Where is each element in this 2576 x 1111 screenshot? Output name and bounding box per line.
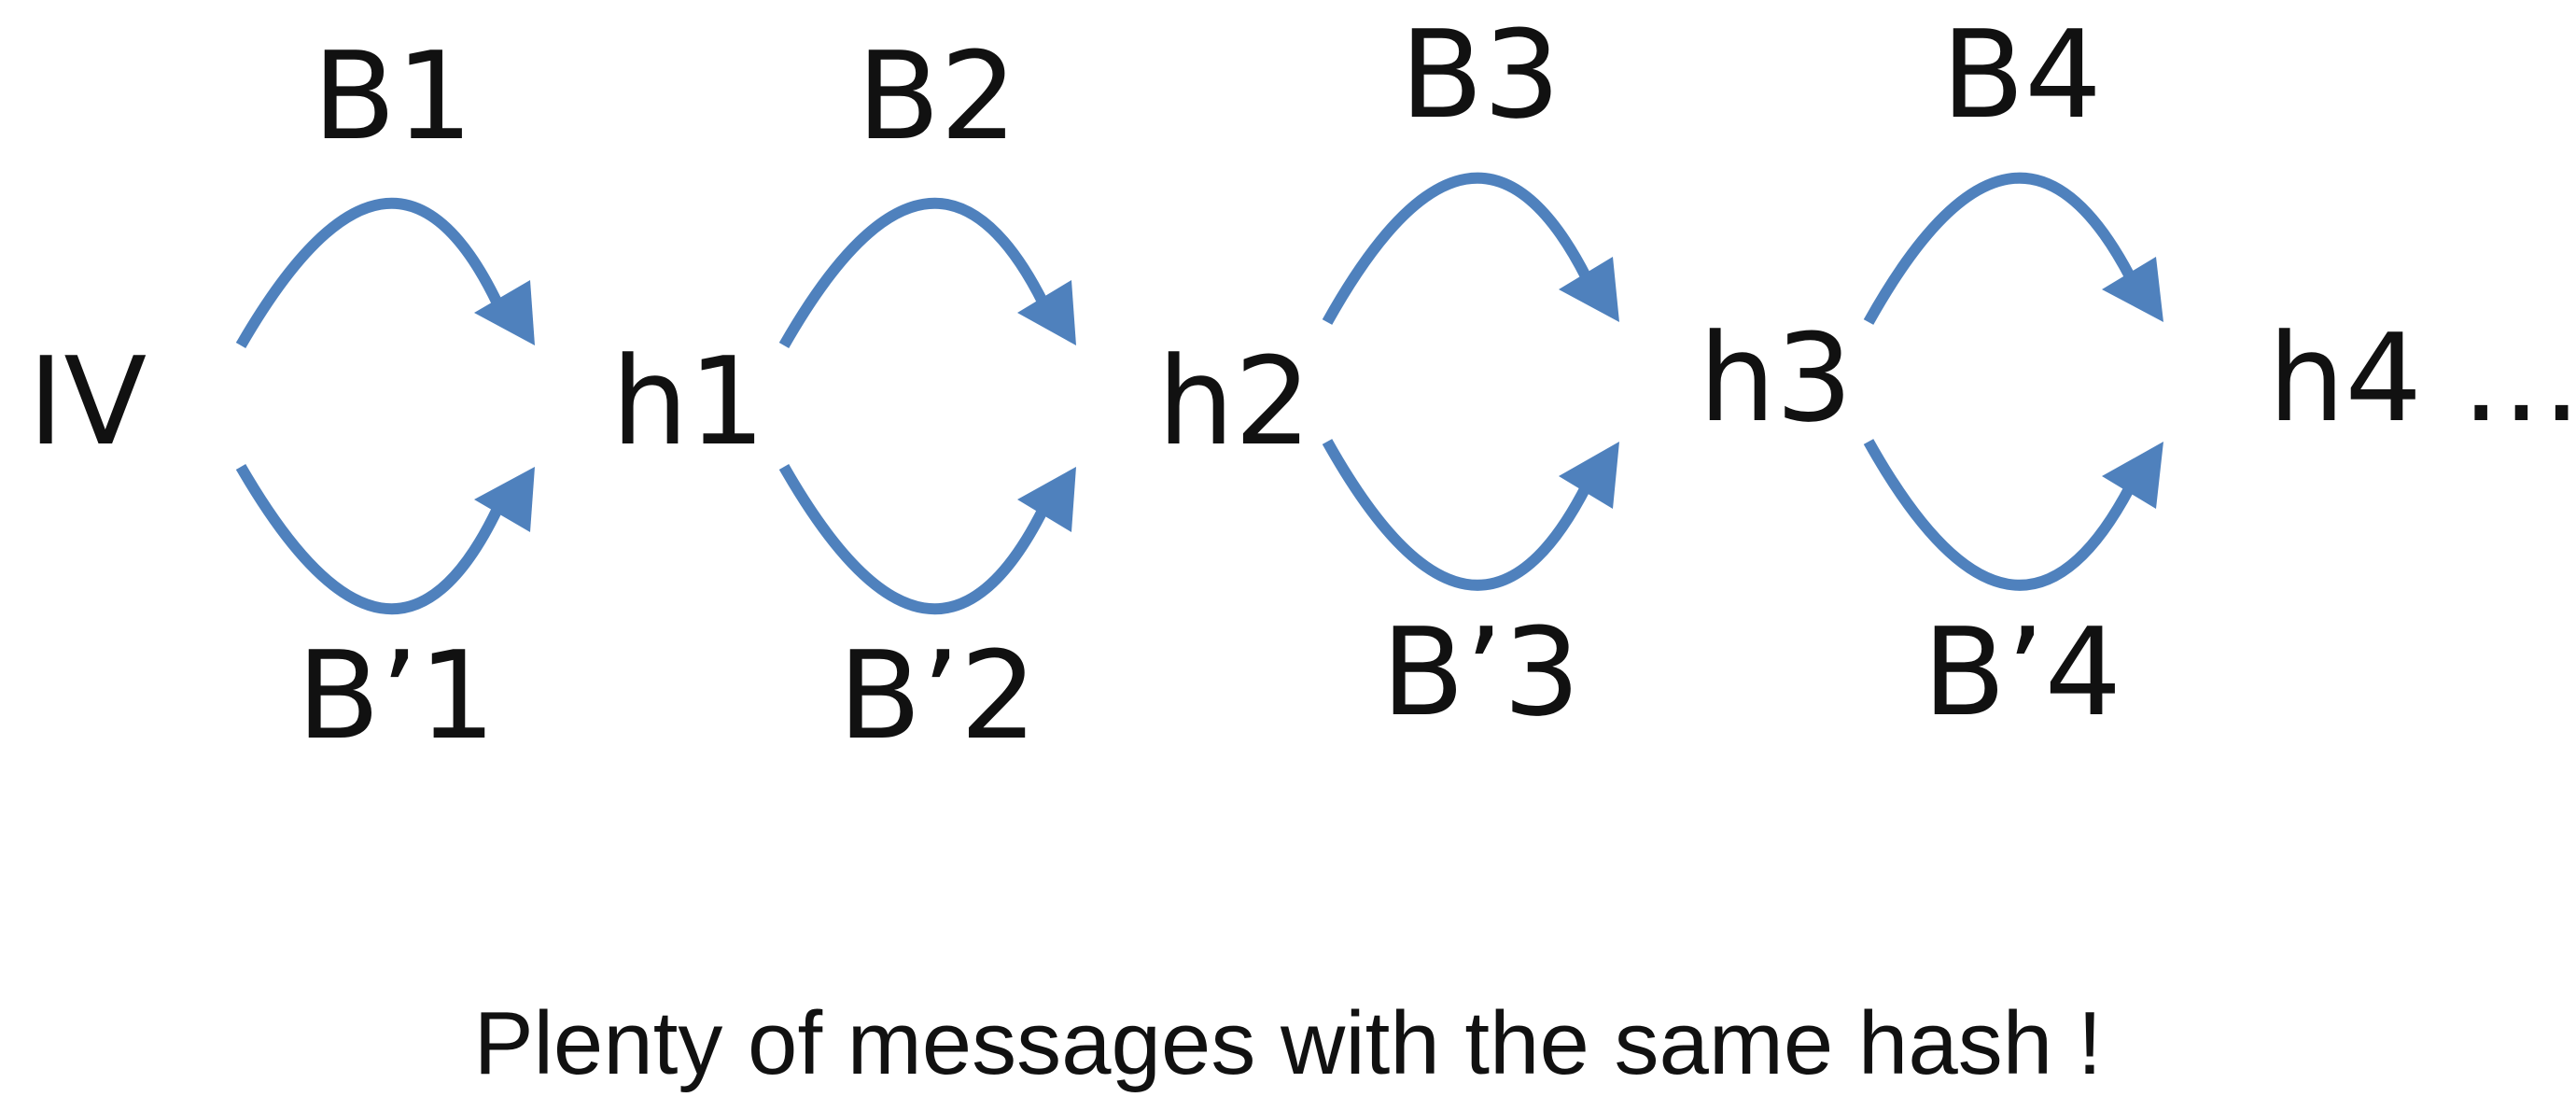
upper-arrowhead-4	[2102, 257, 2163, 322]
lower-arrow-1	[235, 463, 503, 615]
upper-block-label-1: B1	[313, 25, 473, 167]
upper-arrowhead-2	[1017, 280, 1076, 345]
lower-arrow-2	[778, 464, 1049, 614]
lower-arrowhead-2	[1017, 467, 1076, 532]
lower-arrow-3	[1322, 439, 1592, 591]
lower-arrowhead-4	[2102, 442, 2163, 509]
lower-block-label-1: B’1	[297, 625, 496, 766]
upper-arrowhead-1	[474, 280, 535, 345]
upper-arrow-1	[235, 197, 503, 349]
upper-arrow-3	[1322, 172, 1592, 325]
lower-block-label-3: B’3	[1381, 601, 1580, 743]
upper-block-label-3: B3	[1400, 4, 1561, 146]
lower-block-label-4: B’4	[1923, 601, 2121, 743]
node-iv: IV	[28, 330, 147, 472]
node-h4: h4 …	[2268, 307, 2576, 449]
lower-block-label-2: B’2	[838, 625, 1037, 766]
node-h3: h3	[1699, 307, 1853, 449]
upper-arrow-4	[1863, 172, 2136, 325]
upper-block-label-4: B4	[1941, 4, 2102, 146]
caption: Plenty of messages with the same hash !	[474, 993, 2103, 1093]
node-h2: h2	[1157, 330, 1311, 472]
lower-arrowhead-3	[1559, 442, 1619, 509]
upper-arrowhead-3	[1559, 257, 1619, 322]
node-h1: h1	[611, 330, 765, 472]
upper-block-label-2: B2	[857, 25, 1017, 167]
lower-arrowhead-1	[474, 467, 535, 532]
upper-arrow-2	[778, 198, 1049, 348]
lower-arrow-4	[1863, 439, 2136, 591]
